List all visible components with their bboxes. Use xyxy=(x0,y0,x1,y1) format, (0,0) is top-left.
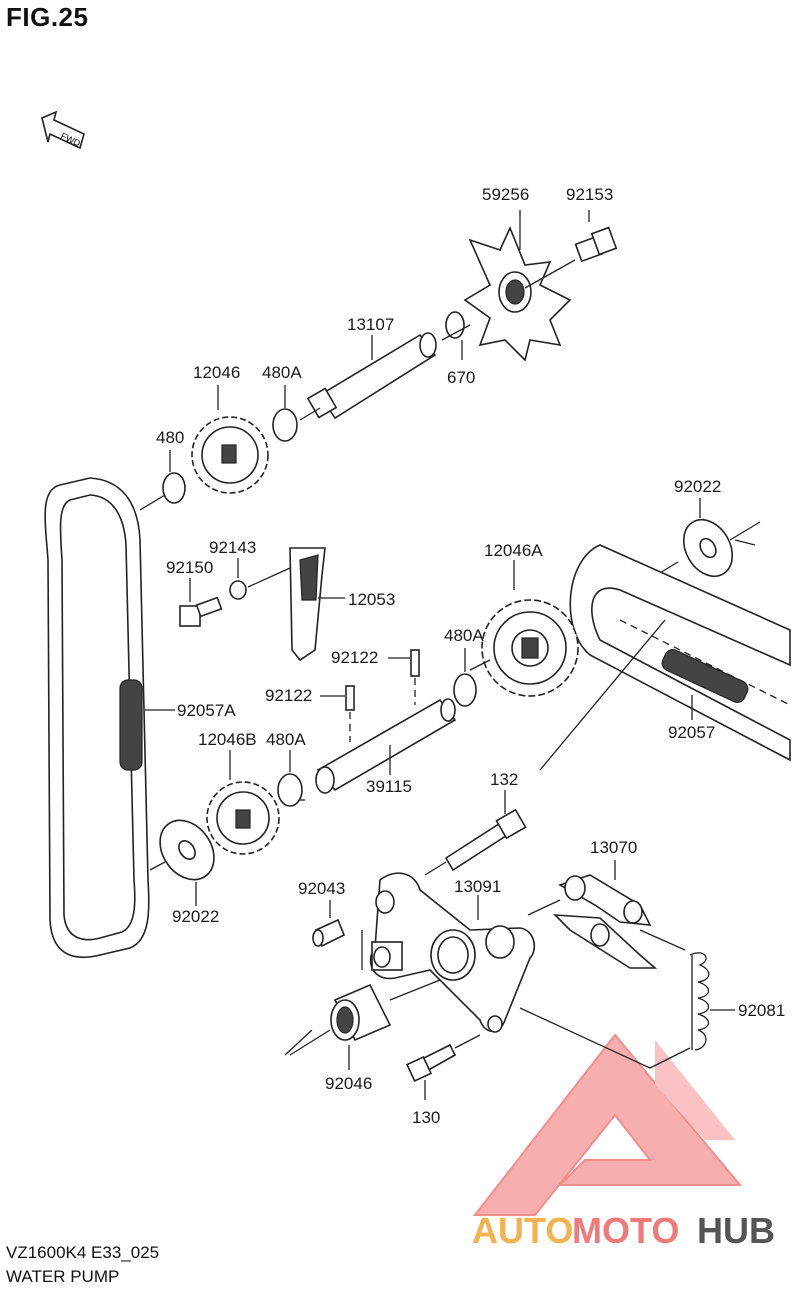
part-label: 92043 xyxy=(298,879,345,898)
chain-guide-12053-icon xyxy=(289,547,326,662)
part-label: 92022 xyxy=(172,907,219,926)
watermark-logo xyxy=(472,1033,743,1216)
washer-92022-left-icon xyxy=(159,819,215,881)
part-labels: 59256 92153 13107 670 12046 480A 480 920… xyxy=(156,185,785,1127)
part-label: 480A xyxy=(444,626,484,645)
part-label: 13107 xyxy=(347,315,394,334)
bearing-92046-icon xyxy=(330,983,392,1042)
part-label: 92150 xyxy=(166,558,213,577)
spring-92081-icon xyxy=(689,952,710,1051)
part-label: 12053 xyxy=(348,590,395,609)
chain-92057-icon xyxy=(569,544,791,762)
part-label: 12046B xyxy=(198,730,257,749)
shaft-13107-icon xyxy=(306,332,437,420)
part-label: 12046A xyxy=(484,541,543,560)
part-label: 59256 xyxy=(482,185,529,204)
tensioner-arm-13070-icon xyxy=(552,874,658,969)
part-label: 39115 xyxy=(366,777,412,796)
circlip-480a-lower-icon xyxy=(277,773,303,807)
part-label: 12046 xyxy=(193,363,240,382)
sprocket-12046b-icon xyxy=(206,781,280,855)
assembly-name: WATER PUMP xyxy=(6,1267,120,1286)
part-label: 132 xyxy=(490,770,518,789)
svg-text:MOTO: MOTO xyxy=(572,1210,679,1251)
part-label: 480 xyxy=(156,428,184,447)
sprocket-12046a-icon xyxy=(481,599,579,697)
part-label: 92143 xyxy=(209,538,256,557)
part-label: 670 xyxy=(447,368,475,387)
part-label: 92122 xyxy=(331,648,378,667)
part-label: 13091 xyxy=(454,877,501,896)
chain-loop-92057a-icon xyxy=(44,477,150,959)
circlip-480-icon xyxy=(162,472,186,504)
part-label: 92046 xyxy=(325,1074,372,1093)
part-label: 480A xyxy=(262,363,302,382)
part-label: 92122 xyxy=(265,686,312,705)
part-label: 92057 xyxy=(668,723,715,742)
model-code: VZ1600K4 E33_025 xyxy=(6,1243,160,1262)
impeller-icon xyxy=(463,225,572,362)
figure-title: FIG.25 xyxy=(6,2,89,32)
bolt-132-icon xyxy=(444,808,527,872)
pin-92043-icon xyxy=(312,918,346,948)
pin-92122-lower-icon xyxy=(345,685,355,711)
part-label: 130 xyxy=(412,1108,440,1127)
part-label: 92022 xyxy=(674,477,721,496)
washer-92143-icon xyxy=(229,580,247,600)
o-ring-670-icon xyxy=(445,311,465,339)
svg-text:HUB: HUB xyxy=(697,1210,775,1251)
fwd-arrow-icon: FWD xyxy=(41,110,85,150)
circlip-480a-upper-icon xyxy=(272,408,298,442)
part-label: 92153 xyxy=(566,185,613,204)
svg-text:AUTO: AUTO xyxy=(472,1210,573,1251)
tensioner-bracket-13091-icon xyxy=(369,872,536,1033)
pin-92122-upper-icon xyxy=(410,649,420,677)
part-label: 480A xyxy=(266,730,306,749)
washer-92022-right-icon xyxy=(682,518,734,578)
part-label: 92057A xyxy=(177,701,236,720)
shaft-39115-icon xyxy=(315,698,457,794)
bolt-92150-icon xyxy=(179,596,223,627)
bolt-92153-icon xyxy=(574,226,618,263)
bolt-130-icon xyxy=(405,1043,457,1083)
part-label: 13070 xyxy=(590,838,637,857)
watermark-text: AUTO MOTO HUB xyxy=(472,1210,775,1251)
part-label: 92081 xyxy=(738,1001,785,1020)
circlip-480a-middle-icon xyxy=(453,673,477,707)
sprocket-12046-icon xyxy=(191,416,269,494)
